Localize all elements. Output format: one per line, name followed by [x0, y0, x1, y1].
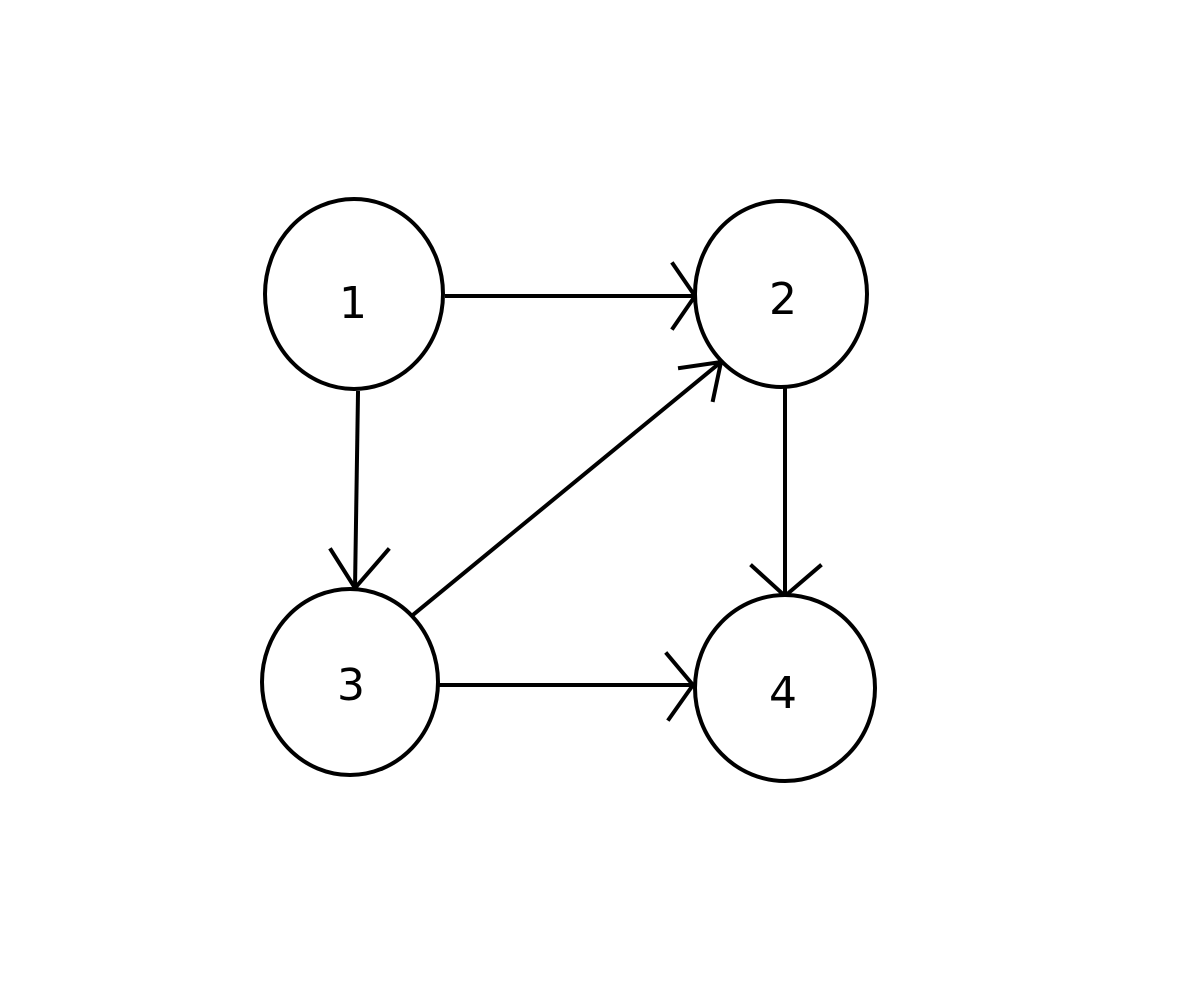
node-3-label: 3	[337, 660, 365, 711]
edge-3-to-4	[439, 651, 696, 722]
edge-1-to-2	[445, 261, 698, 331]
edge-2-to-4	[749, 388, 823, 599]
node-1-label: 1	[339, 278, 367, 329]
node-1: 1	[263, 197, 445, 391]
node-2: 2	[693, 199, 869, 389]
edge-1-to-3	[328, 390, 391, 592]
node-4-circle	[693, 593, 877, 783]
node-2-label: 2	[769, 274, 797, 325]
node-1-circle	[263, 197, 445, 391]
node-3: 3	[260, 587, 440, 777]
node-3-circle	[260, 587, 440, 777]
edge-3-to-2	[411, 359, 724, 617]
node-4-label: 4	[769, 668, 797, 719]
node-4: 4	[693, 593, 877, 783]
node-2-circle	[693, 199, 869, 389]
